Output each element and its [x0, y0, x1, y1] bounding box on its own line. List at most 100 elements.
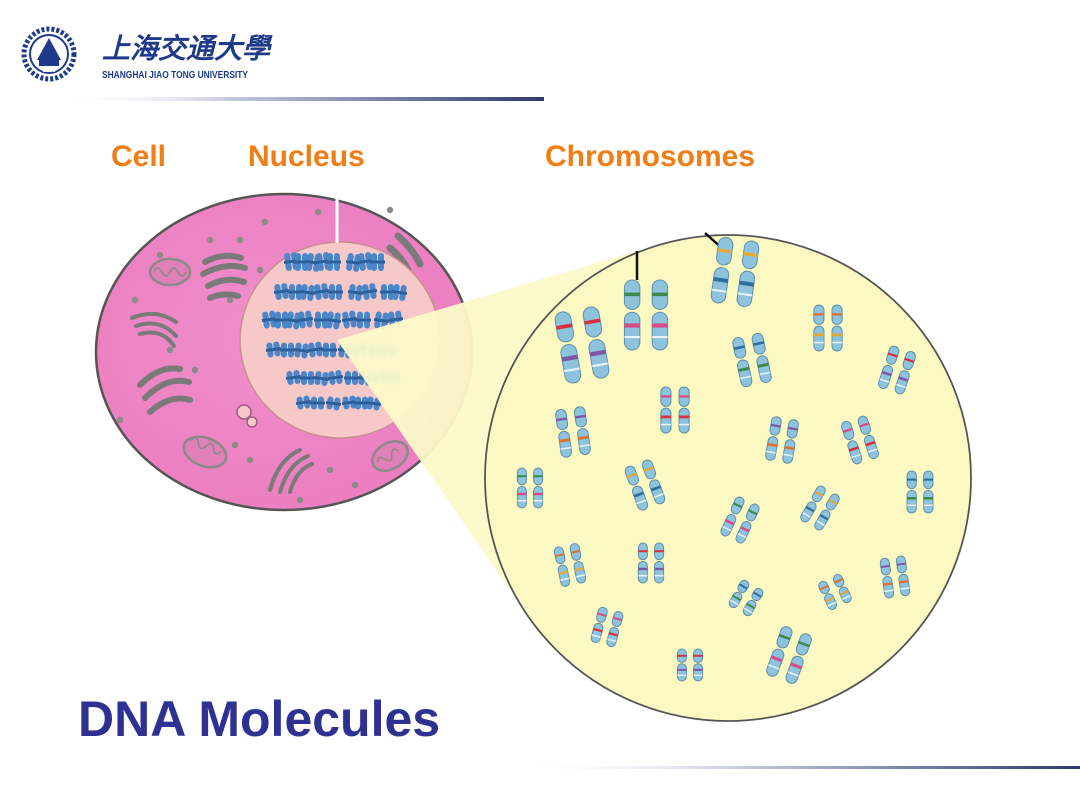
nucleus-chromosome — [307, 341, 324, 358]
mitochondrion — [371, 440, 409, 472]
nucleus-chromosome — [293, 342, 310, 359]
label-chromosomes: Chromosomes — [545, 140, 755, 173]
nucleus-chromosome — [328, 284, 343, 300]
cytoplasm-granule — [326, 466, 334, 474]
cytoplasm-granule — [231, 441, 239, 449]
vesicle — [236, 404, 252, 420]
nucleus-chromosome — [354, 396, 369, 410]
cytoplasm-granule — [156, 251, 164, 259]
chromosome-magnified-view — [484, 232, 972, 722]
cytoplasm-granule — [206, 236, 214, 244]
cytoplasm-granule — [166, 346, 174, 354]
chromosome-pair — [879, 555, 911, 599]
cytoplasm-granule — [236, 236, 244, 244]
nucleus-chromosome — [347, 284, 364, 301]
nucleus-chromosome — [273, 283, 290, 300]
nucleus-chromosome — [326, 253, 341, 271]
chromosome-pair — [590, 606, 624, 648]
nucleus-chromosome — [299, 284, 316, 301]
chromosome-pair — [554, 306, 610, 384]
chromosome-pair — [732, 332, 772, 388]
cytoplasm-granule — [246, 456, 254, 464]
chromosome-pair — [813, 304, 843, 352]
chromosome-pair — [676, 648, 704, 682]
golgi-apparatus — [268, 448, 314, 494]
nucleus-chromosome — [341, 395, 358, 410]
cytoplasm-granule — [386, 206, 394, 214]
cell-illustration — [94, 192, 474, 512]
seal-year: 1896 — [42, 68, 56, 74]
nucleus-chromosome — [391, 284, 408, 301]
cytoplasm-granule — [256, 266, 264, 274]
chromosome-pair — [800, 485, 840, 531]
nucleus-chromosome — [265, 341, 282, 358]
nucleus-chromosome — [373, 311, 390, 330]
chromosome-pair — [766, 626, 812, 684]
chromosome-pair — [878, 345, 916, 395]
cytoplasm-granule — [296, 496, 304, 504]
chromosome-pair — [720, 496, 760, 544]
nucleus-chromosome — [294, 253, 309, 271]
cytoplasm-granules — [116, 206, 434, 504]
magnified-circle — [484, 234, 972, 722]
chromosome-pair — [906, 470, 934, 514]
nucleus-chromosome — [300, 371, 315, 385]
nucleus-chromosome — [295, 395, 312, 410]
golgi-apparatus — [200, 252, 248, 301]
university-logo: 1896 上海交通大學 SHANGHAI JIAO TONG UNIVERSIT… — [21, 26, 273, 82]
nucleus-chromosome — [365, 396, 382, 411]
mitochondrion — [182, 435, 228, 469]
chromosome-pair — [660, 386, 690, 434]
chromosome-pair — [516, 467, 544, 509]
chromosome-pair — [841, 415, 879, 465]
logo-text-chinese: 上海交通大學 — [102, 32, 273, 65]
nucleus-chromosome — [341, 310, 358, 329]
label-cell: Cell — [111, 140, 166, 173]
nucleus-chromosome — [325, 396, 342, 411]
chromosome-pair — [637, 542, 665, 584]
golgi-apparatus — [130, 311, 178, 348]
nucleus-chromosome — [356, 311, 371, 329]
nucleus-chromosome — [357, 252, 374, 271]
chromosome-pair — [710, 236, 760, 308]
chromosome-pair — [818, 574, 852, 610]
cytoplasm-granule — [261, 218, 269, 226]
university-seal-icon: 1896 — [21, 26, 77, 82]
karyotype-chromosomes — [516, 236, 934, 684]
nucleus-chromosome — [285, 370, 302, 385]
mitochondrion — [148, 257, 192, 287]
logo-text-english: SHANGHAI JIAO TONG UNIVERSITY — [102, 70, 248, 81]
header-rule — [60, 97, 544, 101]
nucleus-chromosome — [325, 311, 342, 330]
vesicle — [246, 416, 258, 428]
nucleus-chromosome — [361, 283, 378, 300]
cytoplasm-granule — [116, 416, 124, 424]
cytoplasm-granule — [191, 366, 199, 374]
chromosome-pair — [623, 279, 669, 351]
slide-title: DNA Molecules — [78, 691, 440, 747]
chromosome-pair — [765, 416, 799, 464]
nucleus-chromosome — [280, 342, 295, 358]
nucleus-chromosome — [344, 371, 359, 385]
chromosome-pair — [555, 406, 591, 458]
cytoplasm-granule — [314, 208, 322, 216]
golgi-apparatus — [137, 365, 193, 415]
nucleus-chromosome — [370, 253, 385, 271]
nucleus-chromosome — [313, 371, 330, 386]
nucleus-chromosome — [322, 342, 337, 358]
nucleus-chromosome — [285, 311, 302, 330]
chromosome-pair — [553, 543, 587, 587]
cytoplasm-granule — [131, 296, 139, 304]
footer-rule — [520, 766, 1080, 769]
cytoplasm-granule — [226, 296, 234, 304]
chromosome-pair — [728, 579, 764, 617]
nucleus-chromosome — [297, 310, 314, 329]
label-nucleus: Nucleus — [248, 140, 365, 173]
nucleus-chromosome — [313, 283, 330, 300]
nucleus-chromosome — [327, 370, 344, 385]
nucleus-chromosome — [261, 310, 278, 329]
nucleus-chromosome — [310, 396, 325, 410]
cytoplasm-granule — [351, 481, 359, 489]
